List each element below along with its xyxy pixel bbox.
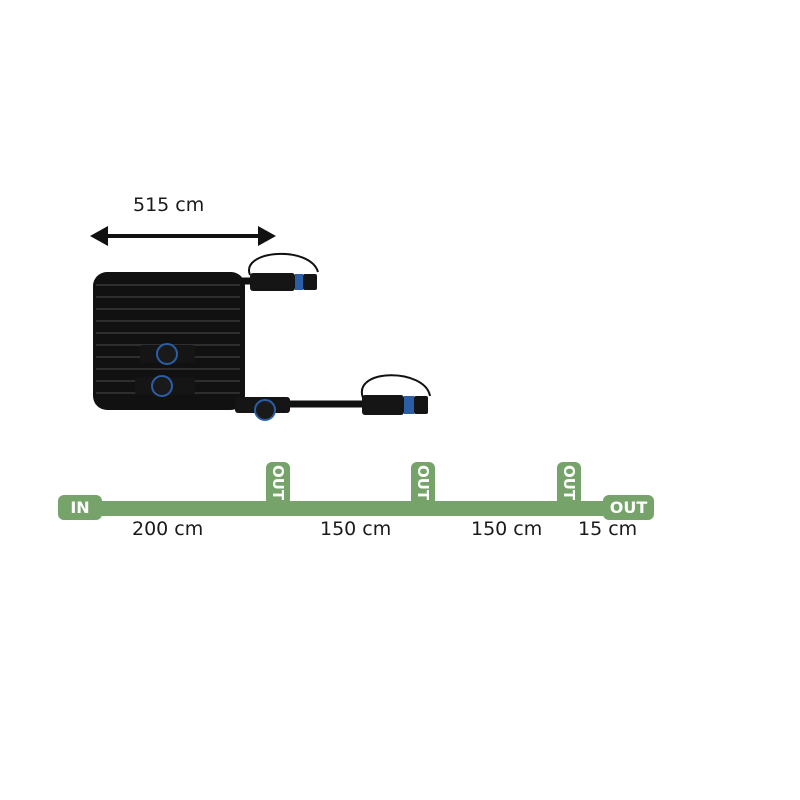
wiring-line	[90, 501, 620, 516]
out-label: OUT	[560, 465, 578, 501]
in-label: IN	[58, 495, 102, 520]
out-tab-2: OUT	[411, 462, 435, 506]
connector-end	[360, 374, 431, 415]
segment-length-4: 15 cm	[578, 518, 638, 540]
out-label: OUT	[269, 465, 287, 501]
total-length-label: 515 cm	[133, 194, 205, 216]
segment-length-3: 150 cm	[471, 518, 543, 540]
out-label: OUT	[414, 465, 432, 501]
out-tab-1: OUT	[266, 462, 290, 506]
length-arrow	[90, 226, 276, 246]
segment-length-1: 200 cm	[132, 518, 204, 540]
cable-coil	[93, 272, 365, 410]
t-connector	[135, 343, 290, 421]
end-out-label: OUT	[603, 495, 654, 520]
out-tab-3: OUT	[557, 462, 581, 506]
connector-top	[248, 253, 319, 291]
segment-length-2: 150 cm	[320, 518, 392, 540]
cable-illustration	[90, 226, 431, 421]
